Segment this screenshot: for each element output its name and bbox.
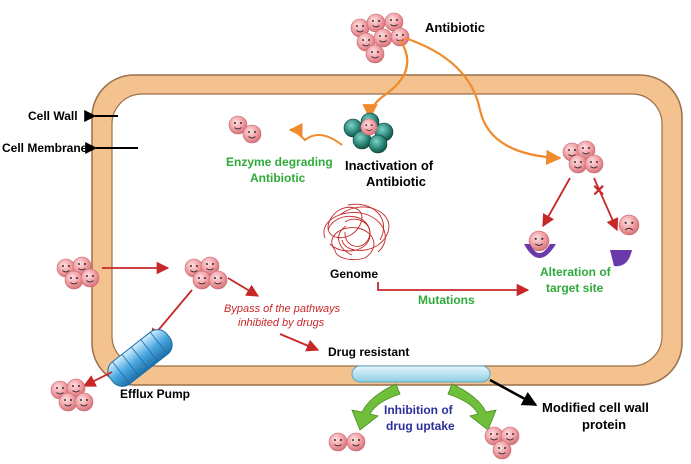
inhibition-label-1: Inhibition of [384, 403, 454, 417]
efflux-pump [107, 329, 173, 387]
altered-target-site [610, 214, 640, 267]
antibiotic-blocked-right [484, 426, 520, 460]
mutations-label: Mutations [418, 293, 475, 307]
inactivation-label-2: Antibiotic [366, 174, 426, 189]
drug-resistant-label: Drug resistant [328, 345, 409, 359]
genome-label: Genome [330, 267, 378, 281]
enzyme-degrading-label-2: Antibiotic [250, 171, 306, 185]
arrow-enzyme-to-degraded [288, 123, 343, 146]
inhibition-label-2: drug uptake [386, 419, 455, 433]
cell-wall-label-group: Cell Wall [28, 109, 118, 123]
bypass-label-2: inhibited by drugs [238, 317, 325, 329]
arrow-to-altered-target [593, 177, 619, 232]
arrow-efflux-out [82, 371, 113, 387]
antibiotic-label: Antibiotic [425, 20, 485, 35]
modified-porin [351, 365, 491, 383]
normal-target-site [524, 230, 556, 258]
arrow-to-drug-resistant [279, 333, 320, 352]
green-arrow-left [351, 383, 401, 431]
modified-label-2: protein [582, 417, 626, 432]
antibiotic-cluster-top [350, 12, 410, 64]
arrow-to-normal-target [542, 177, 571, 228]
efflux-pump-label: Efflux Pump [120, 387, 190, 401]
modified-protein-pointer [489, 378, 538, 407]
cell-membrane-label-group: Cell Membrane [2, 141, 138, 155]
modified-label-1: Modified cell wall [542, 400, 649, 415]
blocked-x-icon: ✕ [592, 183, 605, 200]
cell-membrane-label: Cell Membrane [2, 141, 88, 155]
green-arrow-right [447, 383, 497, 431]
arrow-to-target [404, 36, 562, 166]
enzyme-degrading-label-1: Enzyme degrading [226, 155, 333, 169]
alteration-label-2: target site [546, 281, 604, 295]
genome-dna [323, 203, 390, 261]
antibiotic-blocked-left [328, 432, 366, 452]
mutations-arrow [377, 282, 530, 297]
arrow-to-bypass [227, 277, 260, 297]
bypass-label-1: Bypass of the pathways [224, 303, 341, 315]
cell-wall-label: Cell Wall [28, 109, 78, 123]
alteration-label-1: Alteration of [540, 265, 612, 279]
arrow-to-enzyme [362, 39, 409, 120]
inactivation-label-1: Inactivation of [345, 158, 434, 173]
